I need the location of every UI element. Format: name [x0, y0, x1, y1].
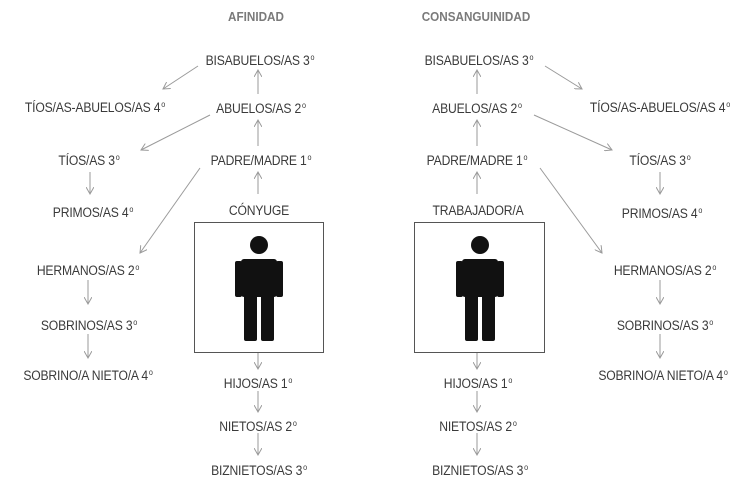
- arrow-padre-hermanos: [140, 167, 201, 253]
- label-biznietos-consanguinidad: BIZNIETOS/AS 3o: [432, 463, 528, 478]
- label-conyuge: CÓNYUGE: [228, 203, 290, 218]
- label-hermanos-afinidad: HERMANOS/AS 2o: [36, 263, 140, 278]
- label-padre-consanguinidad: PADRE/MADRE 1o: [426, 153, 528, 168]
- header-afinidad: AFINIDAD: [228, 9, 284, 24]
- label-primos-afinidad: PRIMOS/AS 4o: [52, 205, 134, 220]
- person-icon: [456, 236, 504, 341]
- label-tios-afinidad: TÍOS/AS 3o: [58, 153, 120, 168]
- label-biznietos-afinidad: BIZNIETOS/AS 3o: [211, 463, 307, 478]
- label-sobrinos-consanguinidad: SOBRINOS/AS 3o: [616, 318, 714, 333]
- person-box-conyuge: [194, 222, 324, 353]
- arrow-padre-hermanos-r: [539, 167, 602, 253]
- header-consanguinidad: CONSANGUINIDAD: [421, 9, 531, 24]
- label-bisabuelos-consanguinidad: BISABUELOS/AS 3o: [424, 53, 534, 68]
- label-hijos-afinidad: HIJOS/AS 1o: [223, 376, 293, 391]
- arrow-abuelos-tios-r: [533, 114, 612, 150]
- label-nietos-afinidad: NIETOS/AS 2o: [219, 419, 297, 434]
- person-box-trabajador: [414, 222, 545, 353]
- label-hermanos-consanguinidad: HERMANOS/AS 2o: [613, 263, 717, 278]
- label-primos-consanguinidad: PRIMOS/AS 4o: [621, 206, 703, 221]
- label-nietos-consanguinidad: NIETOS/AS 2o: [439, 419, 517, 434]
- arrow-bisabuelos-tiosabuelos-r: [544, 65, 582, 89]
- arrow-abuelos-tios: [141, 114, 211, 150]
- person-icon: [235, 236, 283, 341]
- label-padre-afinidad: PADRE/MADRE 1o: [210, 153, 312, 168]
- label-trabajador: TRABAJADOR/A: [432, 203, 524, 218]
- label-bisabuelos-afinidad: BISABUELOS/AS 3o: [205, 53, 315, 68]
- label-tios-consanguinidad: TÍOS/AS 3o: [629, 153, 691, 168]
- label-sobrino-nieto-afinidad: SOBRINO/A NIETO/A 4o: [23, 368, 153, 383]
- label-hijos-consanguinidad: HIJOS/AS 1o: [443, 376, 513, 391]
- label-sobrinos-afinidad: SOBRINOS/AS 3o: [40, 318, 138, 333]
- label-tios-abuelos-consanguinidad: TÍOS/AS-ABUELOS/AS 4o: [589, 100, 731, 115]
- label-abuelos-consanguinidad: ABUELOS/AS 2o: [432, 101, 522, 116]
- label-sobrino-nieto-consanguinidad: SOBRINO/A NIETO/A 4o: [598, 368, 728, 383]
- label-tios-abuelos-afinidad: TÍOS/AS-ABUELOS/AS 4o: [24, 100, 166, 115]
- arrow-bisabuelos-tiosabuelos: [163, 65, 199, 89]
- label-abuelos-afinidad: ABUELOS/AS 2o: [216, 101, 306, 116]
